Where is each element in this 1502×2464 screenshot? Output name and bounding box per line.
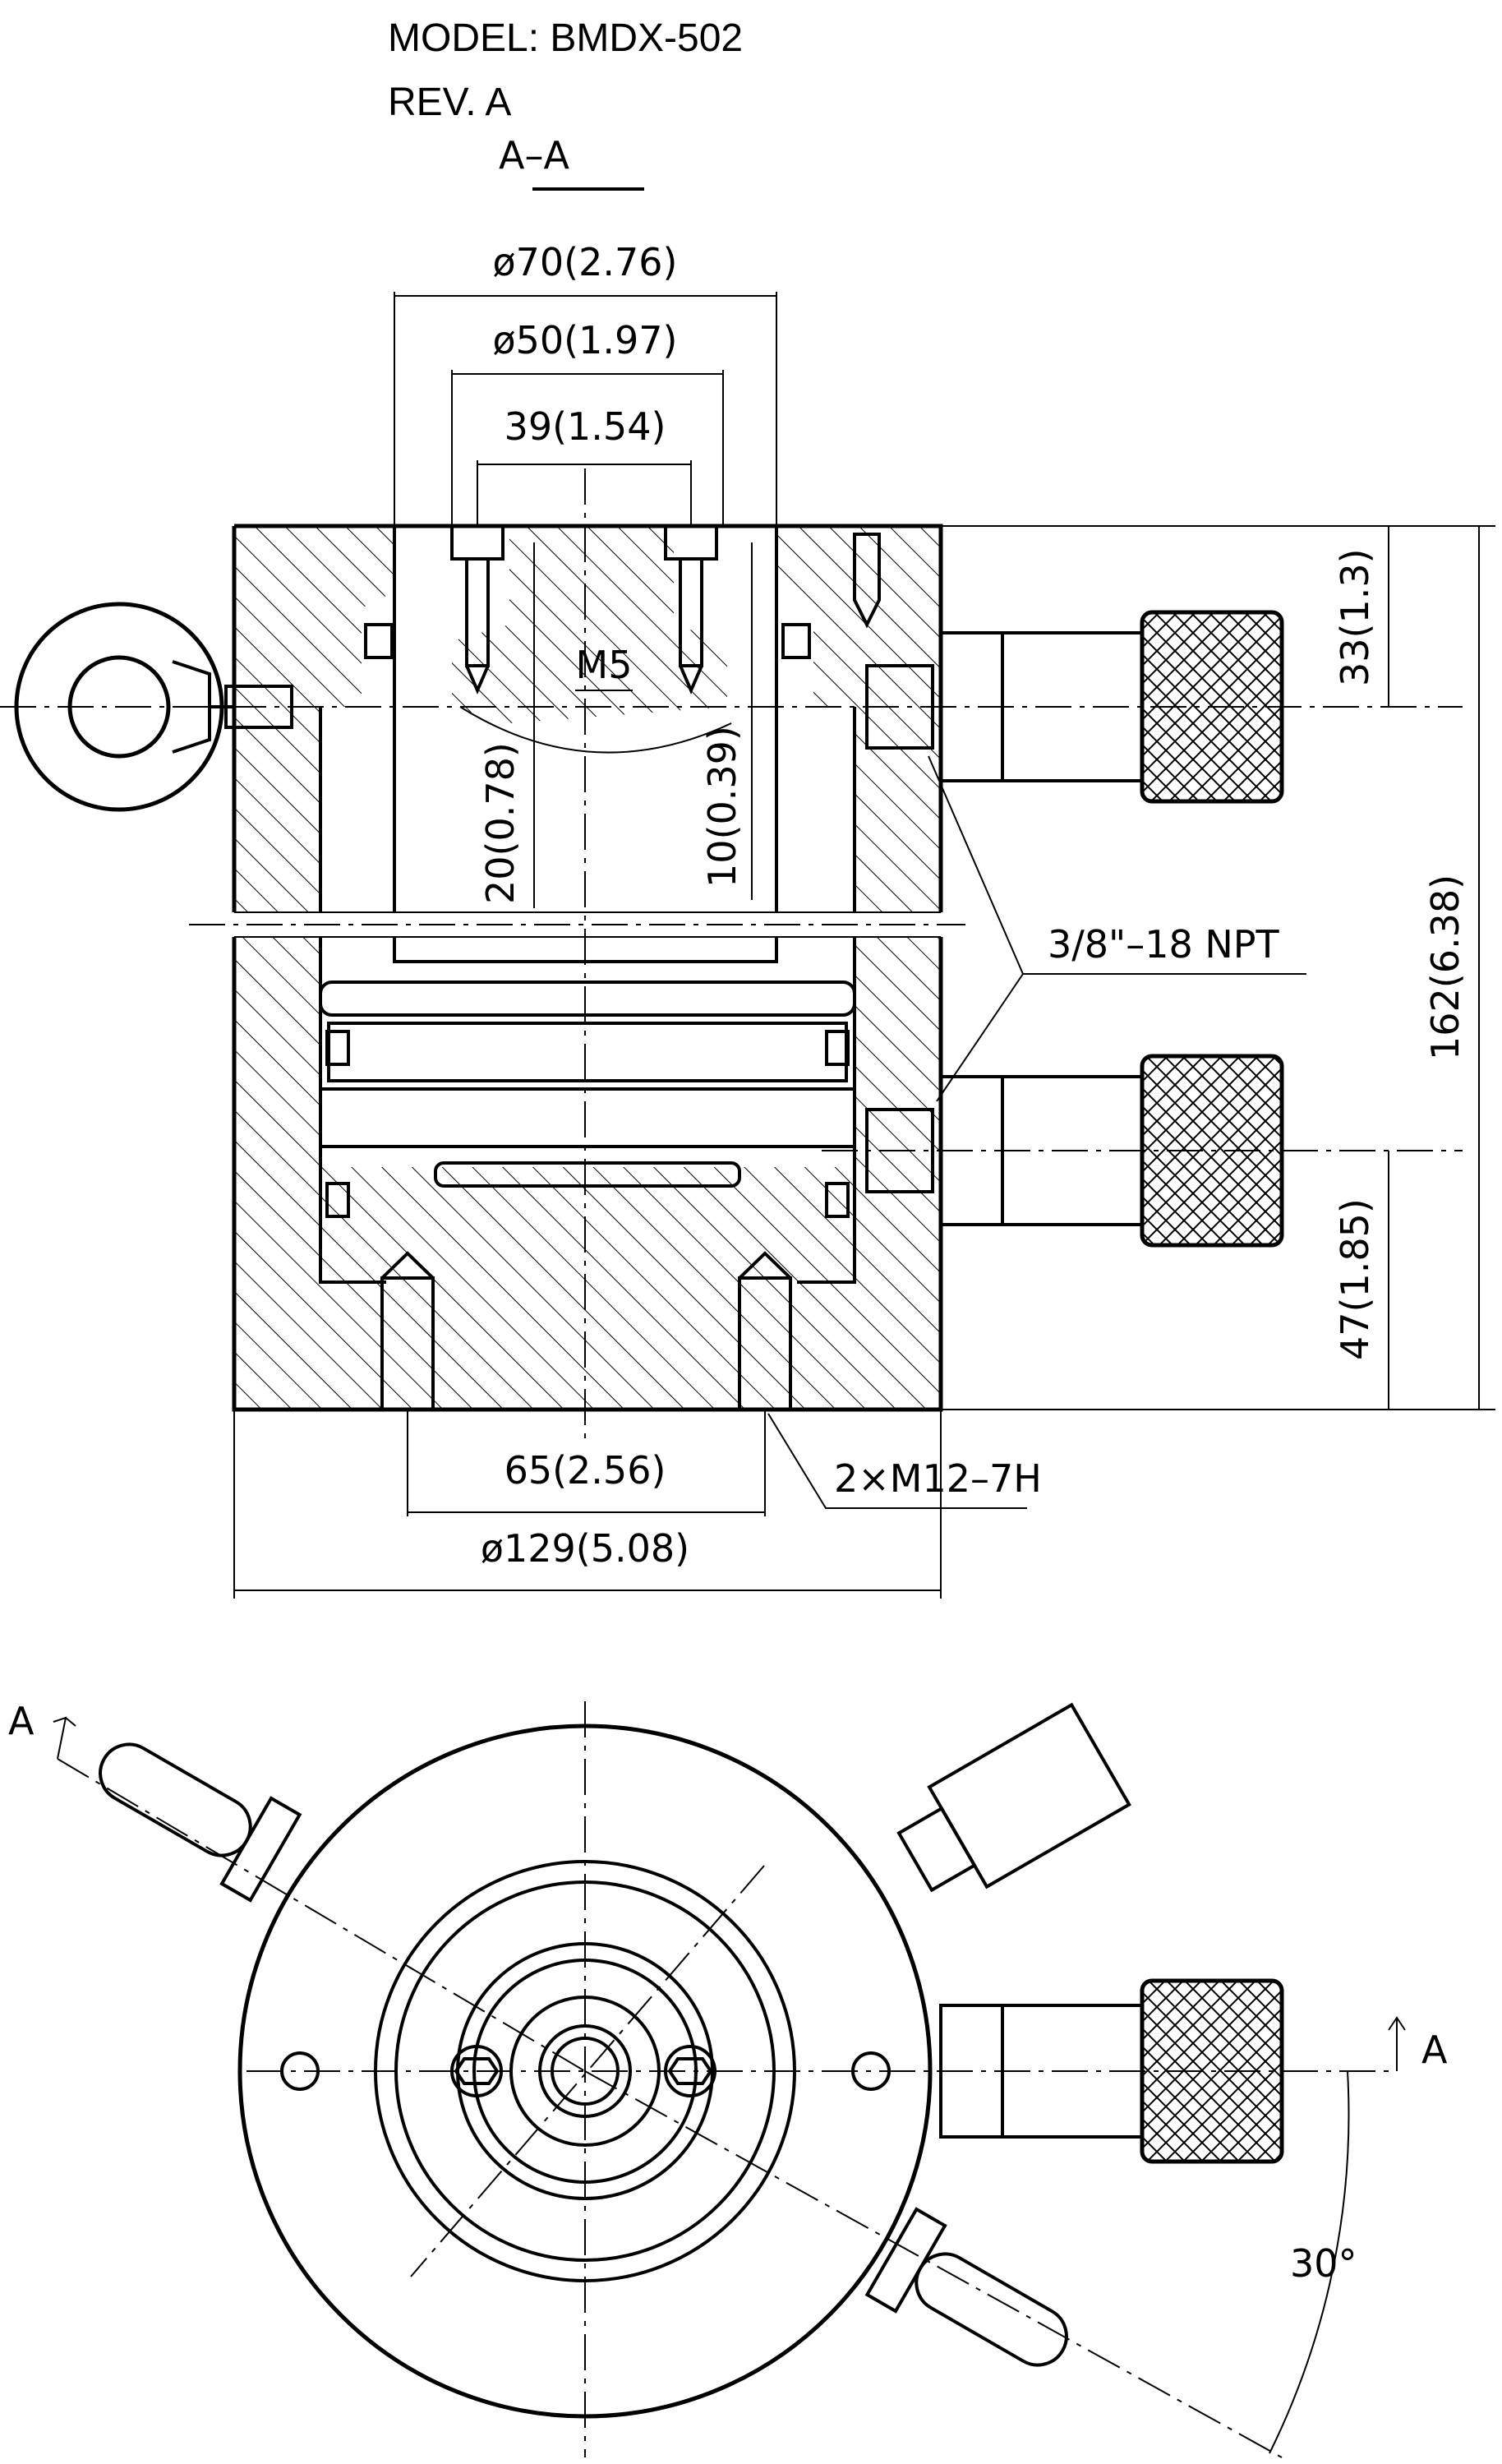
plan-coupler-upper: [896, 1702, 1131, 1893]
piston-circle: [394, 1880, 776, 2262]
cut-mark-left: A: [8, 1699, 35, 1743]
top-holes: [450, 524, 718, 695]
leader-npt: [928, 755, 1306, 1102]
plan-view: A A 30°: [8, 1699, 1448, 2458]
coupler-lower: [865, 1054, 1284, 1248]
seal-right-lower: [825, 1182, 850, 1218]
label-m12: 2×M12–7H: [834, 1456, 1042, 1501]
leader-m12: [767, 1413, 1027, 1509]
saddle-ring: [509, 1996, 661, 2147]
piston-head-body: [327, 1022, 848, 1082]
wiper-seal-right: [781, 623, 811, 659]
plan-screw-right: [664, 2045, 716, 2097]
dim-10: 10(0.39): [700, 726, 744, 888]
saddle-curve: [459, 706, 732, 754]
center-bore-inner: [551, 2037, 620, 2106]
seal-left-lower: [325, 1182, 350, 1218]
dim-dia-129: ø129(5.08): [481, 1526, 689, 1571]
plan-mount-hole-left: [280, 2051, 320, 2091]
center-bore: [538, 2024, 632, 2118]
plan-handle-left: [99, 1742, 302, 1903]
plan-diagonal-centerline: [410, 1865, 765, 2277]
saddle-inner-circle: [472, 1959, 698, 2184]
body-hatch-lower-left: [234, 937, 386, 1410]
body-hatch-upper-left: [234, 526, 394, 912]
dim-dia-50: ø50(1.97): [493, 318, 678, 362]
angle-label: 30°: [1290, 2241, 1357, 2286]
body-bore-circle: [374, 1860, 796, 2282]
piston-hatch: [452, 526, 727, 723]
vent-plug: [853, 533, 881, 629]
section-cut-line-right: [584, 2070, 1283, 2458]
cut-mark-right: A: [1421, 2028, 1448, 2072]
body-outer-circle: [237, 1723, 933, 2419]
dim-dia-70: ø70(2.76): [493, 240, 678, 284]
section-view: A–A: [0, 133, 1495, 1599]
revision-label: REV. A: [388, 81, 511, 124]
seal-left-upper: [325, 1030, 350, 1066]
label-m5: M5: [576, 643, 633, 687]
wiper-seal-left: [364, 623, 394, 659]
piston-head-upper: [319, 981, 856, 1017]
plan-screw-left: [450, 2045, 503, 2097]
angle-arc: [1269, 2070, 1350, 2454]
plan-coupler-right: [939, 1978, 1284, 2164]
seal-right-upper: [825, 1030, 850, 1066]
dim-20: 20(0.78): [478, 742, 523, 904]
plan-handle-right: [864, 2207, 1068, 2367]
model-label: MODEL: BMDX-502: [388, 16, 743, 60]
cut-arrow-left: [53, 1716, 76, 1760]
dim-47: 47(1.85): [1333, 1198, 1377, 1360]
dim-65: 65(2.56): [505, 1448, 666, 1493]
cylinder-bore: [319, 707, 856, 1284]
base-hatch: [320, 1167, 855, 1410]
piston-head-lower: [319, 1087, 856, 1148]
body-hatch-lower-right: [797, 937, 941, 1410]
dim-39: 39(1.54): [505, 404, 666, 449]
coupler-upper: [865, 610, 1284, 804]
dim-162: 162(6.38): [1423, 874, 1467, 1060]
lifting-eye: [14, 602, 293, 812]
body-hatch-upper-right: [776, 526, 941, 912]
cut-arrow-right: [1388, 2016, 1406, 2071]
dim-33: 33(1.3): [1333, 548, 1377, 686]
plan-mount-hole-right: [851, 2051, 891, 2091]
base-recess: [434, 1161, 741, 1188]
section-cut-line-left: [57, 1758, 586, 2072]
section-title: A–A: [499, 133, 569, 178]
label-npt: 3/8"–18 NPT: [1048, 922, 1279, 967]
